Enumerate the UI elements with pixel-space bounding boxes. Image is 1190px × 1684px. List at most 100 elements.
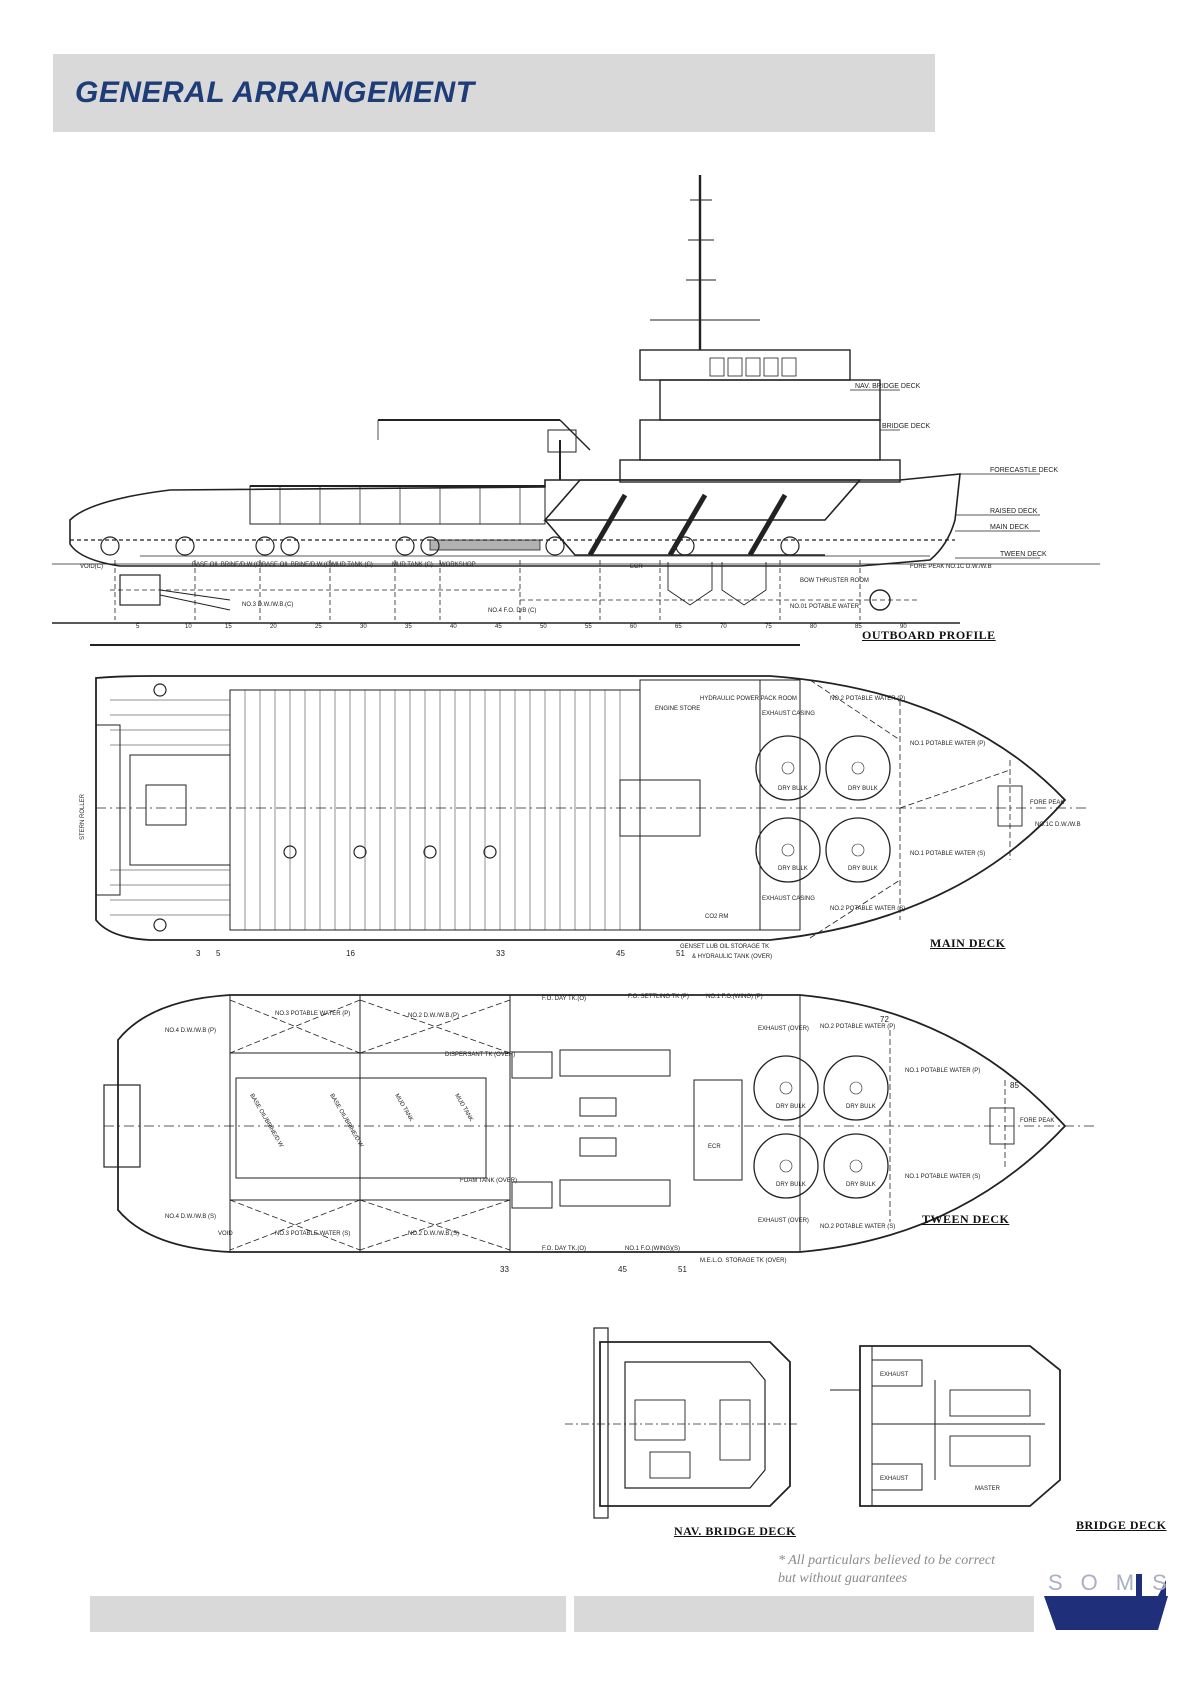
main-deck-plan-drawing (95, 675, 1090, 941)
frame-number: 51 (676, 949, 685, 958)
deck-label-forecastle: FORECASTLE DECK (990, 467, 1058, 474)
tween-label: NO.2 POTABLE WATER (P) (820, 1024, 895, 1030)
tween-label: NO.1 POTABLE WATER (P) (905, 1068, 980, 1074)
frame-number: 50 (540, 624, 547, 630)
deck-plan-label: ENGINE STORE (655, 706, 700, 712)
deck-plan-label: & HYDRAULIC TANK (OVER) (692, 954, 772, 960)
tween-label: DRY BULK (846, 1104, 876, 1110)
frame-number: 40 (450, 624, 457, 630)
tween-label: ECR (708, 1144, 721, 1150)
bridge-deck-title: BRIDGE DECK (1076, 1518, 1167, 1532)
soms-logo: SOMS (1044, 1570, 1170, 1630)
disclaimer-line-2: but without guarantees (778, 1571, 908, 1586)
bridge-label: EXHAUST (880, 1372, 909, 1378)
deck-label-main: MAIN DECK (990, 524, 1029, 531)
tween-label: MUD TANK (393, 1093, 414, 1123)
stern-roller-label: STERN ROLLER (80, 793, 86, 840)
frame-number: 20 (270, 624, 277, 630)
tween-label: F.O. DAY TK.(O) (542, 1246, 586, 1252)
frame-number: 65 (675, 624, 682, 630)
frame-number: 45 (618, 1265, 627, 1274)
header-band: GENERAL ARRANGEMENT (53, 54, 935, 132)
compartment-label: VOID(C) (80, 564, 103, 570)
tween-label: NO.2 D.W./W.B.(P) (408, 1013, 459, 1019)
footer-bar-left (90, 1596, 566, 1632)
tween-label: EXHAUST (OVER) (758, 1026, 809, 1032)
frame-number: 33 (496, 949, 505, 958)
compartment-label: MUD TANK (C) (332, 562, 373, 568)
deck-plan-label: DRY BULK (778, 866, 808, 872)
outboard-profile-title: OUTBOARD PROFILE (862, 628, 996, 642)
nav-bridge-deck-drawing (565, 1327, 800, 1519)
tween-label: NO.1 POTABLE WATER (S) (905, 1174, 980, 1180)
tween-deck-plan-drawing (103, 994, 1095, 1253)
page-title: GENERAL ARRANGEMENT (75, 76, 475, 109)
tween-label: NO.1 F.O.(WING)(S) (625, 1246, 680, 1252)
deck-plan-label: DRY BULK (848, 866, 878, 872)
tween-label: NO.2 POTABLE WATER (S) (820, 1224, 895, 1230)
deck-label-bridge: BRIDGE DECK (882, 423, 931, 430)
deck-plan-label: NO.1 POTABLE WATER (S) (910, 851, 985, 857)
tween-label: NO.4 D.W./W.B (S) (165, 1214, 216, 1220)
footer-bar-right (574, 1596, 1034, 1632)
frame-number: 80 (810, 624, 817, 630)
frame-number: 70 (720, 624, 727, 630)
frame-number: 60 (630, 624, 637, 630)
deck-plan-label: NO.1 POTABLE WATER (P) (910, 741, 985, 747)
compartment-label: BOW THRUSTER ROOM (800, 578, 869, 584)
outboard-profile-drawing (52, 175, 1100, 646)
tween-label: BASE OIL/BRINE/D.W (328, 1093, 364, 1149)
compartment-label: NO.01 POTABLE WATER (790, 604, 860, 610)
deck-plan-label: FORE PEAK (1030, 800, 1064, 806)
frame-number: 85 (855, 624, 862, 630)
frame-number: 45 (495, 624, 502, 630)
frame-number: 51 (678, 1265, 687, 1274)
tween-label: VOID (218, 1231, 233, 1237)
deck-plan-label: CO2 RM (705, 914, 728, 920)
tween-deck-title: TWEEN DECK (922, 1212, 1010, 1226)
frame-number: 5 (216, 949, 221, 958)
deck-plan-label: NO.1C D.W./W.B (1035, 822, 1081, 828)
tween-label: M.E.L.O. STORAGE TK (OVER) (700, 1258, 786, 1264)
bridge-deck-drawing (830, 1345, 1061, 1507)
main-deck-title: MAIN DECK (930, 936, 1006, 950)
disclaimer: * All particulars believed to be correct… (778, 1552, 995, 1588)
frame-number: 33 (500, 1265, 509, 1274)
deck-plan-label: EXHAUST CASING (762, 896, 815, 902)
compartment-label: MUD TANK (C) (392, 562, 433, 568)
tween-label: FOAM TANK (OVER) (460, 1178, 517, 1184)
deck-plan-label: NO.2 POTABLE WATER (S) (830, 906, 905, 912)
tween-label: FORE PEAK (1020, 1118, 1054, 1124)
frame-number: 75 (765, 624, 772, 630)
tween-label: F.O. SETTLING TK (P) (628, 994, 689, 1000)
frame-number: 5 (136, 624, 140, 630)
deck-plan-label: NO.2 POTABLE WATER (P) (830, 696, 905, 702)
logo-text: SOMS (1048, 1570, 1170, 1595)
deck-label-tween: TWEEN DECK (1000, 551, 1047, 558)
deck-plan-label: HYDRAULIC POWER PACK ROOM (700, 696, 797, 702)
tween-label: NO.2 D.W./W.B.(S) (408, 1231, 459, 1237)
tween-label: NO.3 POTABLE WATER (P) (275, 1011, 350, 1017)
nav-bridge-deck-title: NAV. BRIDGE DECK (674, 1524, 796, 1538)
deck-label-raised: RAISED DECK (990, 508, 1038, 515)
bridge-label: MASTER (975, 1486, 1001, 1492)
tween-label: DRY BULK (776, 1182, 806, 1188)
tween-label: EXHAUST (OVER) (758, 1218, 809, 1224)
disclaimer-line-1: * All particulars believed to be correct (778, 1553, 995, 1568)
tween-label: F.O. DAY TK.(O) (542, 996, 586, 1002)
compartment-label: WORKSHOP (440, 562, 476, 568)
tween-label: DRY BULK (846, 1182, 876, 1188)
frame-number: 25 (315, 624, 322, 630)
tween-label: NO.3 POTABLE WATER (S) (275, 1231, 350, 1237)
tween-label: MUD TANK (453, 1093, 474, 1123)
frame-number: 35 (405, 624, 412, 630)
compartment-label: BASE OIL BRINE/D.W.(C) (192, 562, 262, 568)
frame-number: 30 (360, 624, 367, 630)
compartment-label: FORE PEAK NO.1C D.W./W.B (910, 564, 992, 570)
tween-label: DISPERSANT TK (OVER) (445, 1052, 515, 1058)
tween-label: NO.4 D.W./W.B (P) (165, 1028, 216, 1034)
frame-number: 45 (616, 949, 625, 958)
tween-label: BASE OIL/BRINE/D.W (248, 1093, 284, 1149)
tween-label: NO.1 F.O.(WING) (P) (706, 994, 763, 1000)
